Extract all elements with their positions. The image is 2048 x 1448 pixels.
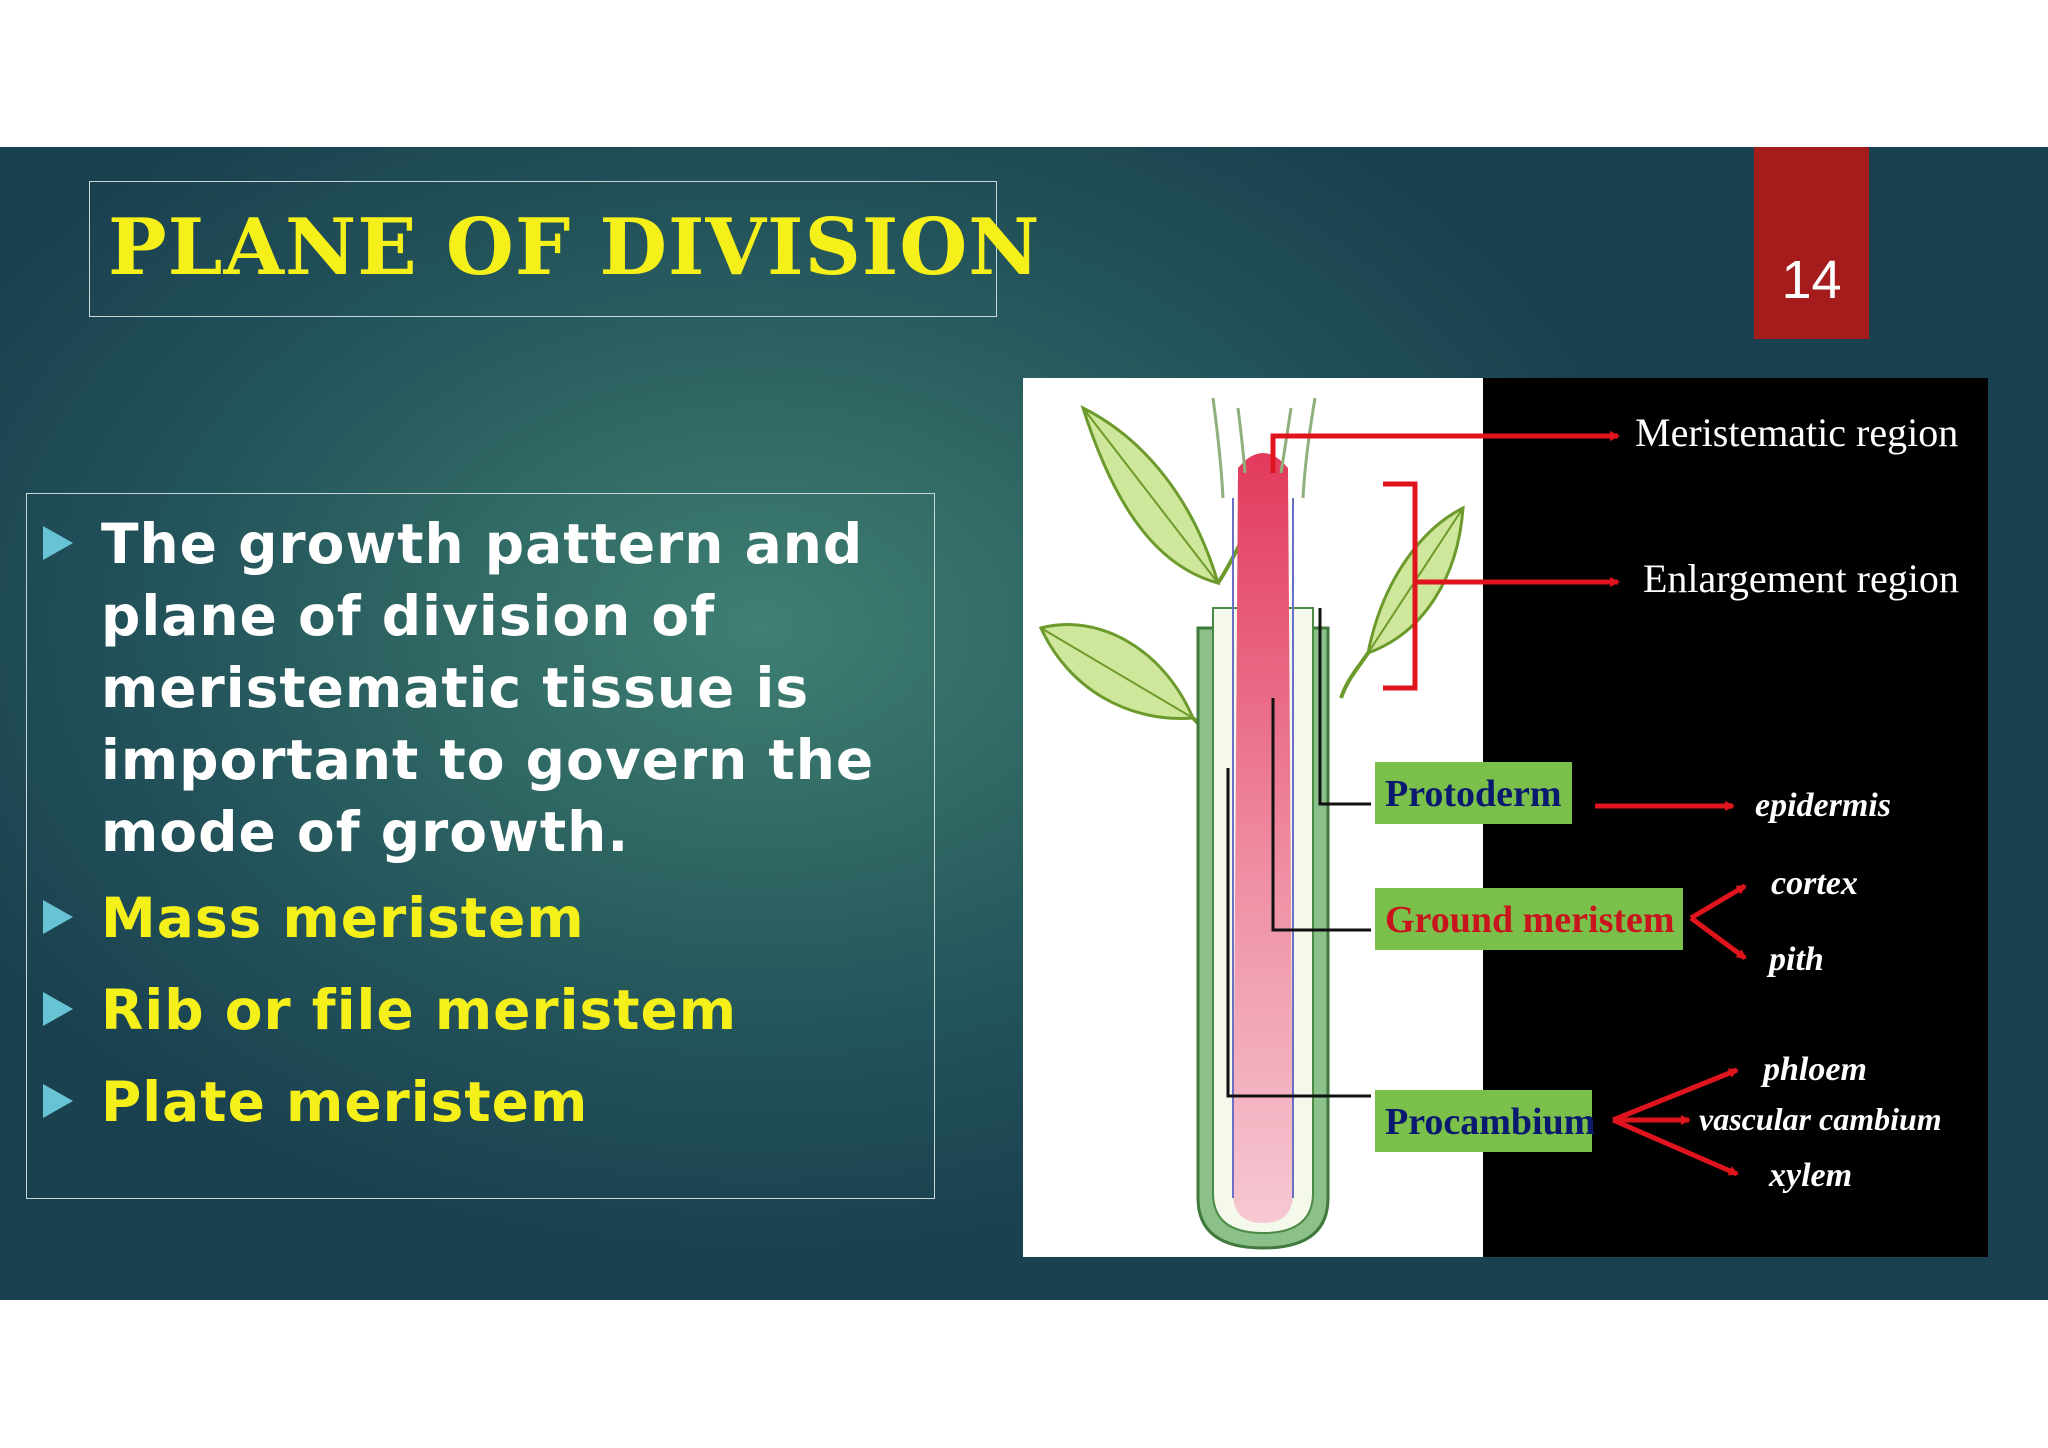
bullet-triangle-icon bbox=[43, 900, 73, 934]
bullet-triangle-icon bbox=[43, 992, 73, 1026]
slide-title: PLANE OF DIVISION bbox=[108, 202, 1041, 293]
bullet-text: Mass meristem bbox=[101, 886, 585, 950]
stem-section bbox=[1196, 397, 1330, 1250]
region-bracket bbox=[1383, 481, 1418, 691]
slide-number-badge: 14 bbox=[1754, 147, 1869, 339]
bullet-list-box: The growth pattern and plane of division… bbox=[26, 493, 935, 1199]
product-label-epidermis: epidermis bbox=[1755, 787, 1891, 824]
arrow-icon bbox=[1612, 1067, 1739, 1123]
tissue-label: Ground meristem bbox=[1385, 899, 1675, 941]
bullet-text: The growth pattern and plane of division… bbox=[101, 512, 875, 864]
product-label-vascular-cambium: vascular cambium bbox=[1699, 1101, 1942, 1137]
bullet-item: Plate meristem bbox=[43, 1066, 588, 1138]
bullet-item: Mass meristem bbox=[43, 882, 585, 954]
region-label-enlargement: Enlargement region bbox=[1643, 556, 1959, 601]
arrow-icon bbox=[1689, 883, 1747, 921]
bullet-text: Plate meristem bbox=[101, 1070, 589, 1134]
tissue-label: Procambium bbox=[1385, 1101, 1595, 1143]
leaf-icon bbox=[1038, 623, 1196, 720]
bullet-item: Rib or file meristem bbox=[43, 974, 737, 1046]
bullet-item: The growth pattern and plane of division… bbox=[43, 508, 921, 868]
title-box: PLANE OF DIVISION bbox=[89, 181, 1040, 317]
slide-number: 14 bbox=[1781, 250, 1842, 310]
tissue-box-procambium: Procambium bbox=[1375, 1090, 1595, 1152]
tissue-box-protoderm: Protoderm bbox=[1375, 762, 1572, 824]
slide: PLANE OF DIVISION 14 The growth pattern … bbox=[0, 147, 2048, 1300]
leader-line bbox=[1318, 608, 1371, 806]
leader-line bbox=[1271, 698, 1371, 932]
bullet-triangle-icon bbox=[43, 1084, 73, 1118]
tissue-box-ground-meristem: Ground meristem bbox=[1375, 888, 1683, 950]
bullet-text: Rib or file meristem bbox=[101, 978, 738, 1042]
product-label-phloem: phloem bbox=[1760, 1051, 1867, 1088]
shoot-apex-diagram: Meristematic region Enlargement region P… bbox=[1023, 378, 1988, 1257]
leader-line bbox=[1226, 768, 1371, 1098]
arrow-icon bbox=[1689, 915, 1747, 961]
region-label-meristematic: Meristematic region bbox=[1635, 410, 1958, 455]
product-label-pith: pith bbox=[1766, 941, 1824, 978]
arrow-icon bbox=[1612, 1117, 1739, 1177]
product-label-xylem: xylem bbox=[1768, 1157, 1852, 1194]
product-label-cortex: cortex bbox=[1771, 865, 1858, 902]
arrow-icon bbox=[1270, 431, 1620, 473]
tissue-label: Protoderm bbox=[1385, 773, 1562, 815]
bullet-triangle-icon bbox=[43, 526, 73, 560]
